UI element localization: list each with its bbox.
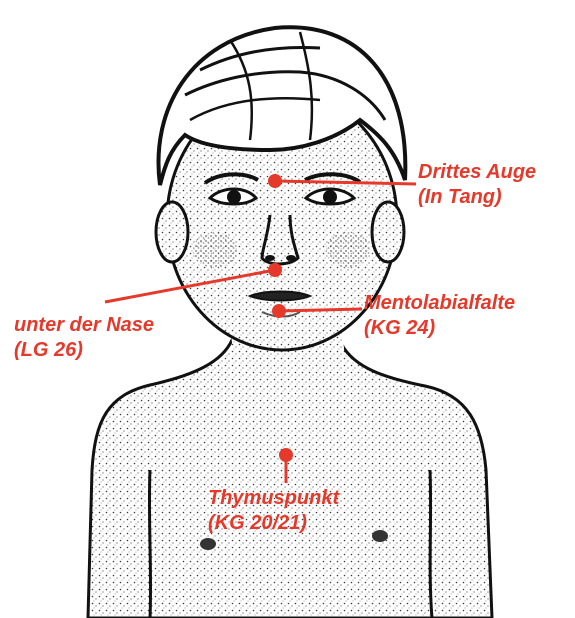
point-name: Drittes Auge	[418, 160, 536, 185]
label-under-nose: unter der Nase (LG 26)	[14, 313, 154, 363]
left-ear	[156, 202, 188, 262]
left-arm-line	[149, 470, 150, 618]
point-name: Mentolabialfalte	[364, 291, 515, 316]
point-name: unter der Nase	[14, 313, 154, 338]
left-nipple	[200, 538, 216, 550]
point-name: Thymuspunkt	[208, 486, 339, 511]
point-code: (In Tang)	[418, 185, 536, 210]
label-mentolabial: Mentolabialfalte (KG 24)	[364, 291, 515, 341]
right-arm-line	[430, 470, 432, 618]
label-third-eye: Drittes Auge (In Tang)	[418, 160, 536, 210]
right-ear	[372, 202, 404, 262]
label-thymus: Thymuspunkt (KG 20/21)	[208, 486, 339, 536]
mouth	[250, 292, 310, 301]
point-code: (KG 24)	[364, 316, 515, 341]
point-code: (KG 20/21)	[208, 511, 339, 536]
right-nipple	[372, 530, 388, 542]
point-code: (LG 26)	[14, 338, 154, 363]
